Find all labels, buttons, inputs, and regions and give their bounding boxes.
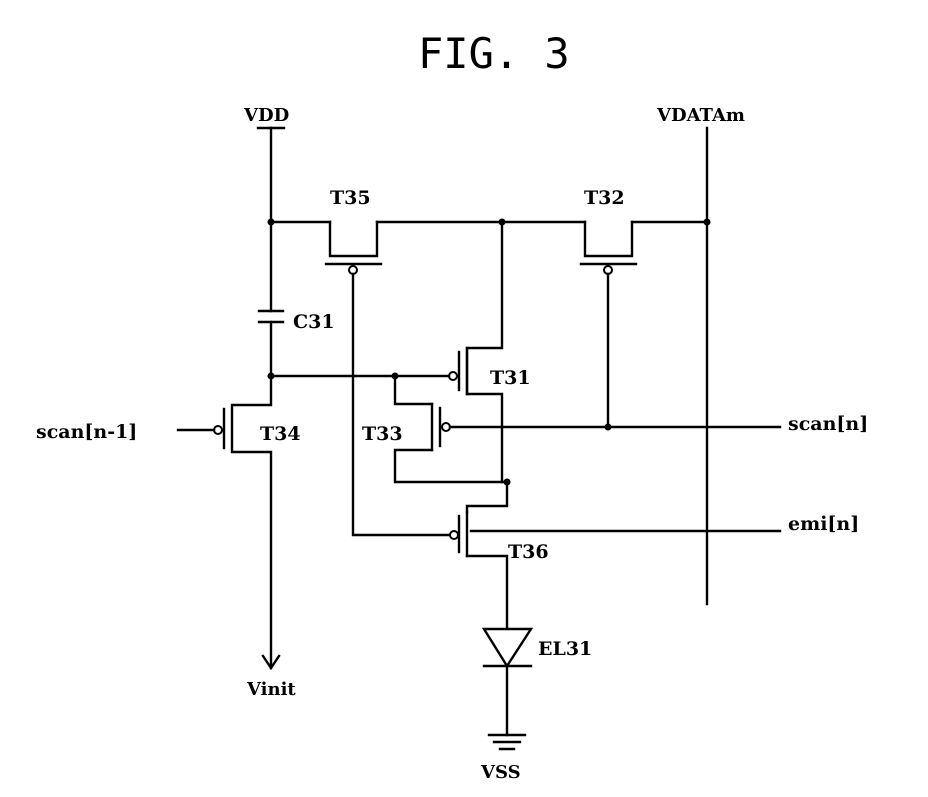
vdata-line: VDATAm bbox=[656, 105, 745, 604]
t31-label: T31 bbox=[490, 367, 531, 389]
t34-label: T34 bbox=[260, 423, 301, 445]
transistor-t32: T32 bbox=[581, 187, 636, 274]
figure-title: FIG. 3 bbox=[418, 29, 570, 78]
transistor-t36: T36 bbox=[450, 512, 549, 628]
scan-label: scan[n] bbox=[788, 413, 868, 435]
vinit-label: Vinit bbox=[246, 679, 296, 700]
junction-dots bbox=[268, 219, 711, 486]
c31-label: C31 bbox=[293, 311, 335, 333]
junction-dot bbox=[392, 373, 399, 380]
vdd-rail: VDD bbox=[243, 105, 289, 222]
junction-dot bbox=[704, 219, 711, 226]
transistor-t33: T33 bbox=[362, 404, 507, 482]
vss-ground: VSS bbox=[480, 735, 525, 783]
capacitor-c31: C31 bbox=[259, 222, 335, 376]
diode-el31: EL31 bbox=[484, 629, 592, 735]
transistor-t31: T31 bbox=[449, 348, 531, 482]
t36-label: T36 bbox=[508, 541, 549, 563]
vdata-label: VDATAm bbox=[656, 105, 745, 126]
scan-line: scan[n] bbox=[450, 413, 868, 435]
vdd-label: VDD bbox=[243, 105, 289, 126]
t36-source-wire bbox=[467, 482, 507, 512]
scan-prev-label: scan[n-1] bbox=[36, 421, 137, 443]
junction-dot bbox=[499, 219, 506, 226]
junction-dot bbox=[504, 479, 511, 486]
t36-gate-bubble bbox=[450, 531, 458, 539]
junction-dot bbox=[605, 424, 612, 431]
junction-dot bbox=[268, 219, 275, 226]
transistor-t35: T35 bbox=[326, 187, 381, 274]
t35-label: T35 bbox=[330, 187, 371, 209]
t32-label: T32 bbox=[584, 187, 625, 209]
vss-label: VSS bbox=[480, 762, 521, 783]
junction-dot bbox=[268, 373, 275, 380]
emi-label: emi[n] bbox=[788, 513, 859, 535]
gate-node-wiring bbox=[271, 376, 449, 404]
t33-label: T33 bbox=[362, 423, 403, 445]
emi-line: emi[n] bbox=[471, 513, 859, 535]
transistor-t34: T34 scan[n-1] bbox=[36, 376, 301, 668]
el31-label: EL31 bbox=[538, 638, 592, 660]
